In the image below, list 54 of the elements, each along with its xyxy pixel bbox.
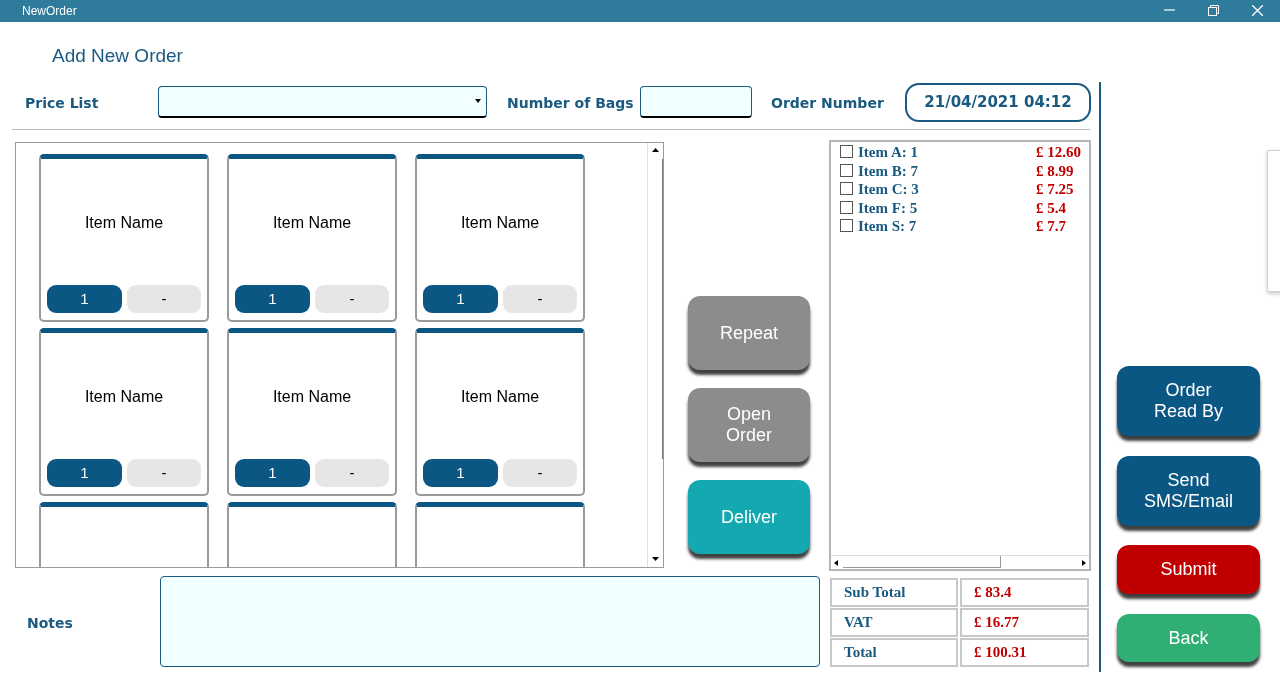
action-button: Deliver (688, 480, 810, 554)
table-cell: Total (830, 638, 958, 667)
item-name: Item Name (459, 387, 541, 407)
item-price: £ 7.25 (1036, 180, 1075, 199)
item-card (39, 328, 209, 496)
table-cell: £ 16.77 (960, 608, 1089, 637)
action-button: Back (1117, 614, 1260, 662)
item-price: £ 7.7 (1036, 217, 1067, 236)
item-name: Item Name (83, 387, 165, 407)
table-cell: £ 83.4 (960, 578, 1089, 607)
item-price: £ 5.4 (1036, 198, 1067, 217)
item-price: £ 12.60 (1036, 143, 1082, 161)
decrement-button: - (315, 459, 389, 487)
action-button: Open Order (688, 388, 810, 462)
order-item: Item B: 7 (858, 161, 919, 180)
table-cell: Sub Total (830, 578, 958, 607)
order-item: Item A: 1 (858, 143, 919, 161)
page-heading: Add New Order (52, 44, 183, 68)
decrement-button: - (503, 459, 577, 487)
action-button: Submit (1117, 545, 1260, 594)
window-title: NewOrder (22, 3, 78, 19)
item-card (415, 154, 585, 322)
action-button: Repeat (688, 296, 810, 370)
order-item: Item S: 7 (858, 217, 918, 236)
quantity-button: 1 (47, 459, 122, 487)
field-label: Price List (25, 93, 100, 113)
item-price: £ 8.99 (1036, 161, 1075, 180)
action-button: Order Read By (1117, 366, 1260, 436)
decrement-button: - (127, 285, 201, 313)
field-label: Order Number (771, 93, 885, 113)
quantity-button: 1 (235, 285, 310, 313)
quantity-button: 1 (423, 459, 498, 487)
decrement-button: - (127, 459, 201, 487)
quantity-button: 1 (47, 285, 122, 313)
order-item: Item F: 5 (858, 198, 919, 217)
item-name: Item Name (271, 213, 353, 233)
field-label: Number of Bags (507, 93, 635, 113)
item-card (39, 154, 209, 322)
table-cell: VAT (830, 608, 958, 637)
action-button: Send SMS/Email (1117, 456, 1260, 526)
item-name: Item Name (271, 387, 353, 407)
item-card (227, 328, 397, 496)
item-name: Item Name (459, 213, 541, 233)
field-label: Notes (27, 613, 74, 633)
decrement-button: - (503, 285, 577, 313)
item-card (415, 328, 585, 496)
item-card (227, 154, 397, 322)
table-cell: £ 100.31 (960, 638, 1089, 667)
quantity-button: 1 (423, 285, 498, 313)
decrement-button: - (315, 285, 389, 313)
quantity-button: 1 (235, 459, 310, 487)
order-item: Item C: 3 (858, 180, 920, 199)
item-name: Item Name (83, 213, 165, 233)
date-time-display: 21/04/2021 04:12 (905, 83, 1091, 122)
